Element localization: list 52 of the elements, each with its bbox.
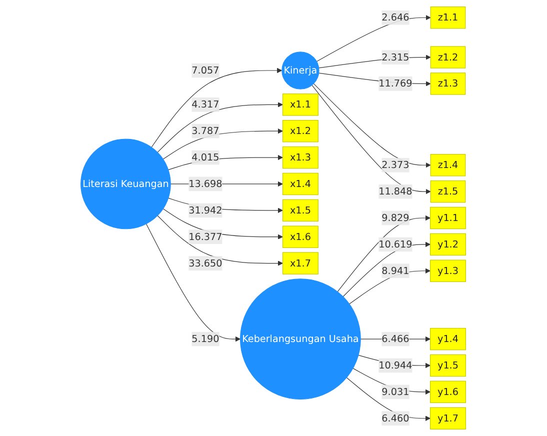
node-circle: Keberlangsungan Usaha [240, 278, 362, 400]
node-box: y1.5 [430, 354, 466, 377]
edge-label: 10.619 [378, 238, 413, 250]
arrow [312, 84, 432, 194]
edge-label: 5.190 [192, 333, 220, 344]
node-box: z1.3 [430, 72, 466, 95]
edge-label: 11.848 [378, 186, 413, 197]
edge-label: 2.315 [382, 51, 410, 63]
edge-label: 6.460 [382, 412, 410, 424]
arrow [343, 242, 431, 297]
node-box: y1.2 [430, 233, 466, 256]
node-box: x1.6 [282, 226, 319, 248]
node-box: x1.3 [282, 146, 319, 169]
arrow [157, 102, 284, 153]
edge-label: 16.377 [188, 230, 223, 242]
node-box: x1.2 [282, 120, 319, 142]
node-box: y1.4 [430, 328, 466, 350]
node-box: y1.1 [430, 206, 466, 230]
edge-label: 4.015 [192, 152, 220, 163]
arrow [346, 377, 431, 421]
arrow [146, 224, 241, 342]
node-box: x1.7 [282, 252, 319, 274]
node-box: y1.3 [430, 260, 466, 282]
node-circle: Literasi Keuangan [80, 138, 172, 230]
node-box: z1.2 [430, 46, 466, 68]
edge-label: 7.057 [192, 64, 220, 76]
edge-label: 9.829 [382, 212, 410, 224]
edge-label: 10.944 [378, 359, 413, 371]
arrow [338, 215, 431, 292]
edge-label: 2.373 [382, 159, 410, 171]
edge-label: 4.317 [192, 98, 220, 110]
node-box: x1.1 [282, 94, 319, 116]
edge-label: 31.942 [188, 204, 223, 216]
node-box: z1.1 [430, 6, 466, 29]
node-box: y1.6 [430, 380, 466, 404]
node-box: z1.5 [430, 180, 466, 203]
arrow [157, 215, 284, 266]
edge-label: 2.646 [382, 12, 410, 24]
edge-label: 11.769 [378, 78, 413, 90]
node-circle: Kinerja [282, 52, 320, 90]
arrow [314, 83, 432, 168]
node-box: y1.7 [430, 407, 466, 430]
node-box: x1.5 [282, 199, 319, 222]
node-box: x1.4 [282, 172, 319, 196]
edge-label: 6.466 [382, 333, 410, 344]
edge-label: 9.031 [382, 386, 410, 398]
edge-label: 13.698 [188, 178, 223, 190]
node-box: z1.4 [430, 154, 466, 176]
arrow [151, 68, 282, 148]
edge-label: 8.941 [382, 264, 410, 276]
edge-label: 3.787 [192, 125, 220, 137]
edge-label: 33.650 [188, 257, 223, 269]
